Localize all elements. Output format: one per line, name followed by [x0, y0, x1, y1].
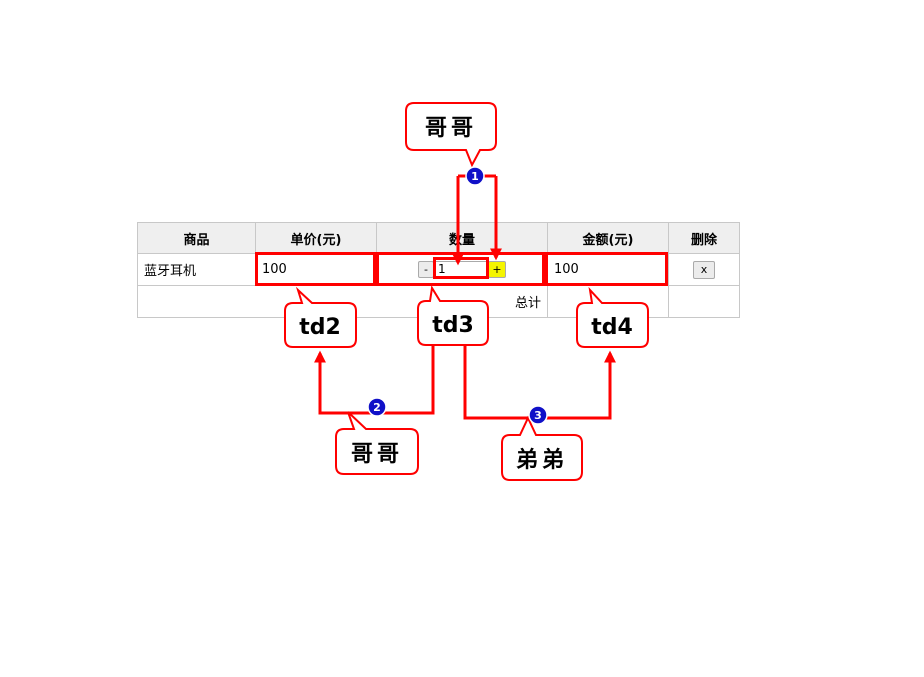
td4-highlight-box	[545, 252, 668, 286]
callout-td4-text: td4	[591, 315, 633, 340]
callout-bottom-left: 哥哥	[335, 411, 419, 475]
cart-table: 商品 单价(元) 数量 金额(元) 删除 蓝牙耳机 100 -1+ 100 x …	[137, 222, 740, 318]
delete-cell: x	[668, 253, 740, 286]
callout-td2: td2	[284, 286, 357, 348]
callout-td3-text: td3	[432, 313, 474, 338]
badge-2-text: 2	[373, 401, 381, 414]
delete-button[interactable]: x	[693, 260, 715, 279]
header-amount: 金额(元)	[547, 222, 669, 254]
badge-1: 1	[465, 166, 485, 186]
table-header-row: 商品 单价(元) 数量 金额(元) 删除	[137, 222, 740, 254]
badge-2: 2	[367, 397, 387, 417]
callout-top: 哥哥	[405, 102, 497, 168]
td2-highlight-box	[255, 252, 376, 286]
decrement-button[interactable]: -	[418, 261, 434, 278]
callout-top-text: 哥哥	[425, 116, 477, 141]
header-delete: 删除	[668, 222, 740, 254]
badge-1-text: 1	[471, 170, 479, 183]
callout-td4: td4	[576, 286, 649, 348]
connector-1	[452, 174, 502, 266]
header-product: 商品	[137, 222, 256, 254]
badge-3-text: 3	[534, 409, 542, 422]
callout-bottom-right-text: 弟弟	[516, 447, 568, 473]
badge-3: 3	[528, 405, 548, 425]
callout-td2-text: td2	[299, 315, 341, 340]
callout-bottom-right: 弟弟	[501, 415, 583, 481]
callout-bottom-left-text: 哥哥	[351, 442, 403, 467]
total-empty-cell	[668, 285, 740, 318]
unit-price-cell: 100	[255, 253, 377, 286]
callout-td3: td3	[417, 285, 489, 346]
